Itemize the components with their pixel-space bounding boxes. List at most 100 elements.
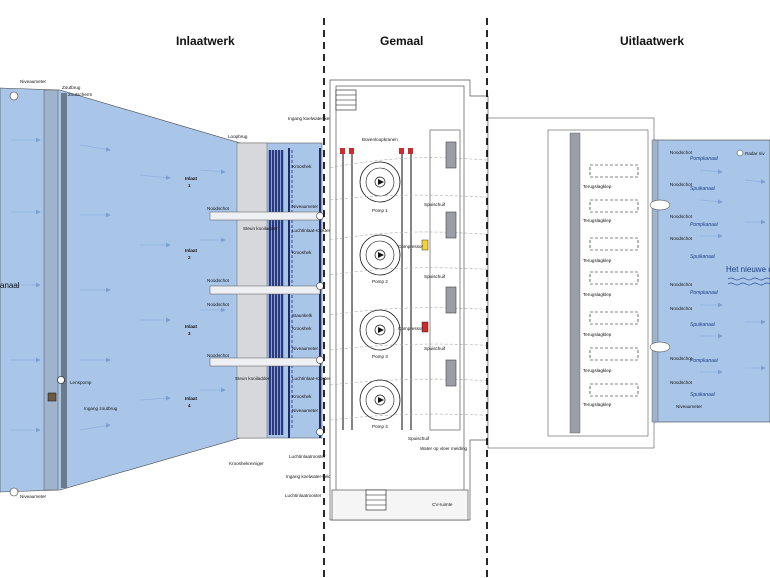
inlaat-3-number: 3 bbox=[188, 331, 191, 336]
pomp-3-label: Pomp 3 bbox=[372, 354, 388, 359]
terugslagklep-2: Terugslagklep bbox=[583, 218, 612, 223]
luchtinlaat-label-2: Luchtinlaat-rooster bbox=[292, 376, 331, 381]
inlet-flow-arrows bbox=[10, 137, 226, 433]
pompkanaal-1: Pompkanaal bbox=[690, 156, 719, 162]
terugslagklep-3: Terugslagklep bbox=[583, 258, 612, 263]
krooshek-label-3: Krooshek bbox=[292, 326, 312, 331]
inlaat-1-number: 1 bbox=[188, 183, 191, 188]
spuischuif-label-2: Spuischuif bbox=[424, 274, 446, 279]
pump-units bbox=[359, 161, 401, 421]
wave-lines bbox=[727, 277, 770, 286]
pompkanaal-2: Pompkanaal bbox=[690, 222, 719, 228]
niveaumeter-bottom-label: Niveaumeter bbox=[20, 494, 47, 499]
noodschuif-3: Noodschot bbox=[670, 214, 693, 219]
noodschuif-8: Noodschot bbox=[670, 380, 693, 385]
uitlaat-grey-column bbox=[569, 132, 581, 434]
steun-kooiladder-1: Steun kooiladder bbox=[243, 226, 278, 231]
zoutbrug-label: Zoutbrug bbox=[62, 85, 81, 90]
section-title-gemaal: Gemaal bbox=[380, 34, 423, 48]
noodschuif-5: Noodschot bbox=[670, 282, 693, 287]
krooshek-label-1: Krooshek bbox=[292, 164, 312, 169]
compressor-label-1: Compressor bbox=[398, 244, 423, 249]
noodschuif-7: Noodschot bbox=[670, 356, 693, 361]
inlaat-2-label: Inlaat bbox=[185, 248, 197, 253]
bovenloopkranen-label: Bovenloopkranen bbox=[362, 137, 398, 142]
kraan-markers bbox=[340, 148, 413, 154]
krooshekreiniger-label: Krooshekreiniger bbox=[229, 461, 264, 466]
section-title-inlaat: Inlaatwerk bbox=[176, 34, 235, 48]
noodschot-inlet-2: Noodschot bbox=[207, 278, 230, 283]
noodschuif-2: Noodschot bbox=[670, 182, 693, 187]
niveaumeter-outlet-label: Niveaumeter bbox=[676, 404, 703, 409]
stairs-icon-bottom bbox=[365, 489, 387, 511]
luchtinlaat-label-1: Luchtinlaat-rooster bbox=[292, 228, 331, 233]
noodschuif-6: Noodschot bbox=[670, 306, 693, 311]
niveaumeter-top-icon bbox=[9, 91, 19, 101]
section-title-uitlaat: Uitlaatwerk bbox=[620, 34, 684, 48]
noodschuif-4: Noodschot bbox=[670, 236, 693, 241]
spuikanaal-4: Spuikanaal bbox=[690, 392, 716, 398]
het-nieuwe-label: Het nieuwe die bbox=[726, 265, 770, 274]
krooshek-label-2: Krooshek bbox=[292, 250, 312, 255]
steun-kooiladder-pipes bbox=[209, 211, 321, 367]
lenspomp-icon bbox=[57, 376, 65, 384]
water-vloer-label: Water op vloer melding bbox=[420, 446, 468, 451]
gemaal-building bbox=[329, 79, 489, 521]
noodschot-inlet-4: Noodschot bbox=[207, 353, 230, 358]
niveaumeter-bottom-icon bbox=[9, 487, 19, 497]
ingang-koelwater-top-label: Ingang koelwater-kelder bbox=[288, 116, 337, 121]
ingang-koelwater-bottom-label: Ingang koelwater-kelder bbox=[286, 474, 335, 479]
lenspomp-label: Lenspomp bbox=[70, 380, 92, 385]
noodschuif-1: Noodschot bbox=[670, 150, 693, 155]
inlaat-4-label: Inlaat bbox=[185, 396, 197, 401]
pomp-1-label: Pomp 1 bbox=[372, 208, 388, 213]
noodschot-inlet-1: Noodschot bbox=[207, 206, 230, 211]
inlaat-3-label: Inlaat bbox=[185, 324, 197, 329]
pomp-4-label: Pomp 4 bbox=[372, 424, 388, 429]
cv-ruimte-label: CV-ruimte bbox=[432, 502, 453, 507]
niveaumeter-inlet-2: Niveaumeter bbox=[292, 346, 319, 351]
loopbrug-label: Loopbrug bbox=[228, 134, 248, 139]
pomp-2-label: Pomp 2 bbox=[372, 279, 388, 284]
luchtinlaatrooster-low-label: Luchtinlaatrooster bbox=[285, 493, 322, 498]
spuischuif-label-3: Spuischuif bbox=[424, 346, 446, 351]
krooshek-label-4: Krooshek bbox=[292, 394, 312, 399]
inlaat-1-label: Inlaat bbox=[185, 176, 197, 181]
pompkanaal-3: Pompkanaal bbox=[690, 290, 719, 296]
compressor-red bbox=[421, 321, 429, 333]
outlet-valve-shapes bbox=[649, 199, 671, 353]
luchtinlaatrooster-bottom-label: Luchtinlaatrooster bbox=[289, 454, 326, 459]
inlaat-2-number: 2 bbox=[188, 255, 191, 260]
ingang-zoutbrug-icon bbox=[47, 392, 57, 402]
radar-label: Radar niv bbox=[745, 151, 765, 156]
compressor-yellow bbox=[421, 239, 429, 251]
spuikanaal-2: Spuikanaal bbox=[690, 254, 716, 260]
spuischuif-label-4: Spuischuif bbox=[408, 436, 430, 441]
niveaumeter-inlet-3: Niveaumeter bbox=[292, 408, 319, 413]
inlet-sensor-icons bbox=[316, 212, 324, 436]
kanaal-label: anaal bbox=[0, 281, 20, 290]
spuischuif-label-1: Spuischuif bbox=[424, 202, 446, 207]
terugslagklep-7: Terugslagklep bbox=[583, 402, 612, 407]
zoutbrug-band bbox=[43, 89, 59, 491]
terugslagklep-4: Terugslagklep bbox=[583, 292, 612, 297]
terugslagklep-1: Terugslagklep bbox=[583, 184, 612, 189]
niveaumeter-inlet-1: Niveaumeter bbox=[292, 204, 319, 209]
stairs-icon-top bbox=[335, 89, 357, 111]
gemaal-flow-lines bbox=[329, 157, 561, 421]
staunkelk-label: Staunkelk bbox=[292, 313, 313, 318]
inlaat-4-number: 4 bbox=[188, 403, 191, 408]
zoutscherm-label: Zoutscherm bbox=[68, 92, 92, 97]
outlet-flow-arrows bbox=[699, 169, 766, 375]
terugslagklep-5: Terugslagklep bbox=[583, 332, 612, 337]
outlet-grey-teeth bbox=[651, 139, 659, 423]
ingang-zoutbrug-label: Ingang zoutbrug bbox=[84, 406, 118, 411]
spuischuif-boxes bbox=[429, 129, 461, 431]
pompkanaal-4: Pompkanaal bbox=[690, 358, 719, 364]
inlet-water-channel bbox=[0, 87, 241, 493]
steun-kooiladder-2: Steun kooiladder bbox=[235, 376, 270, 381]
niveaumeter-top-label: Niveaumeter bbox=[20, 79, 47, 84]
outlet-water bbox=[653, 139, 770, 423]
terugslagklep-6: Terugslagklep bbox=[583, 368, 612, 373]
